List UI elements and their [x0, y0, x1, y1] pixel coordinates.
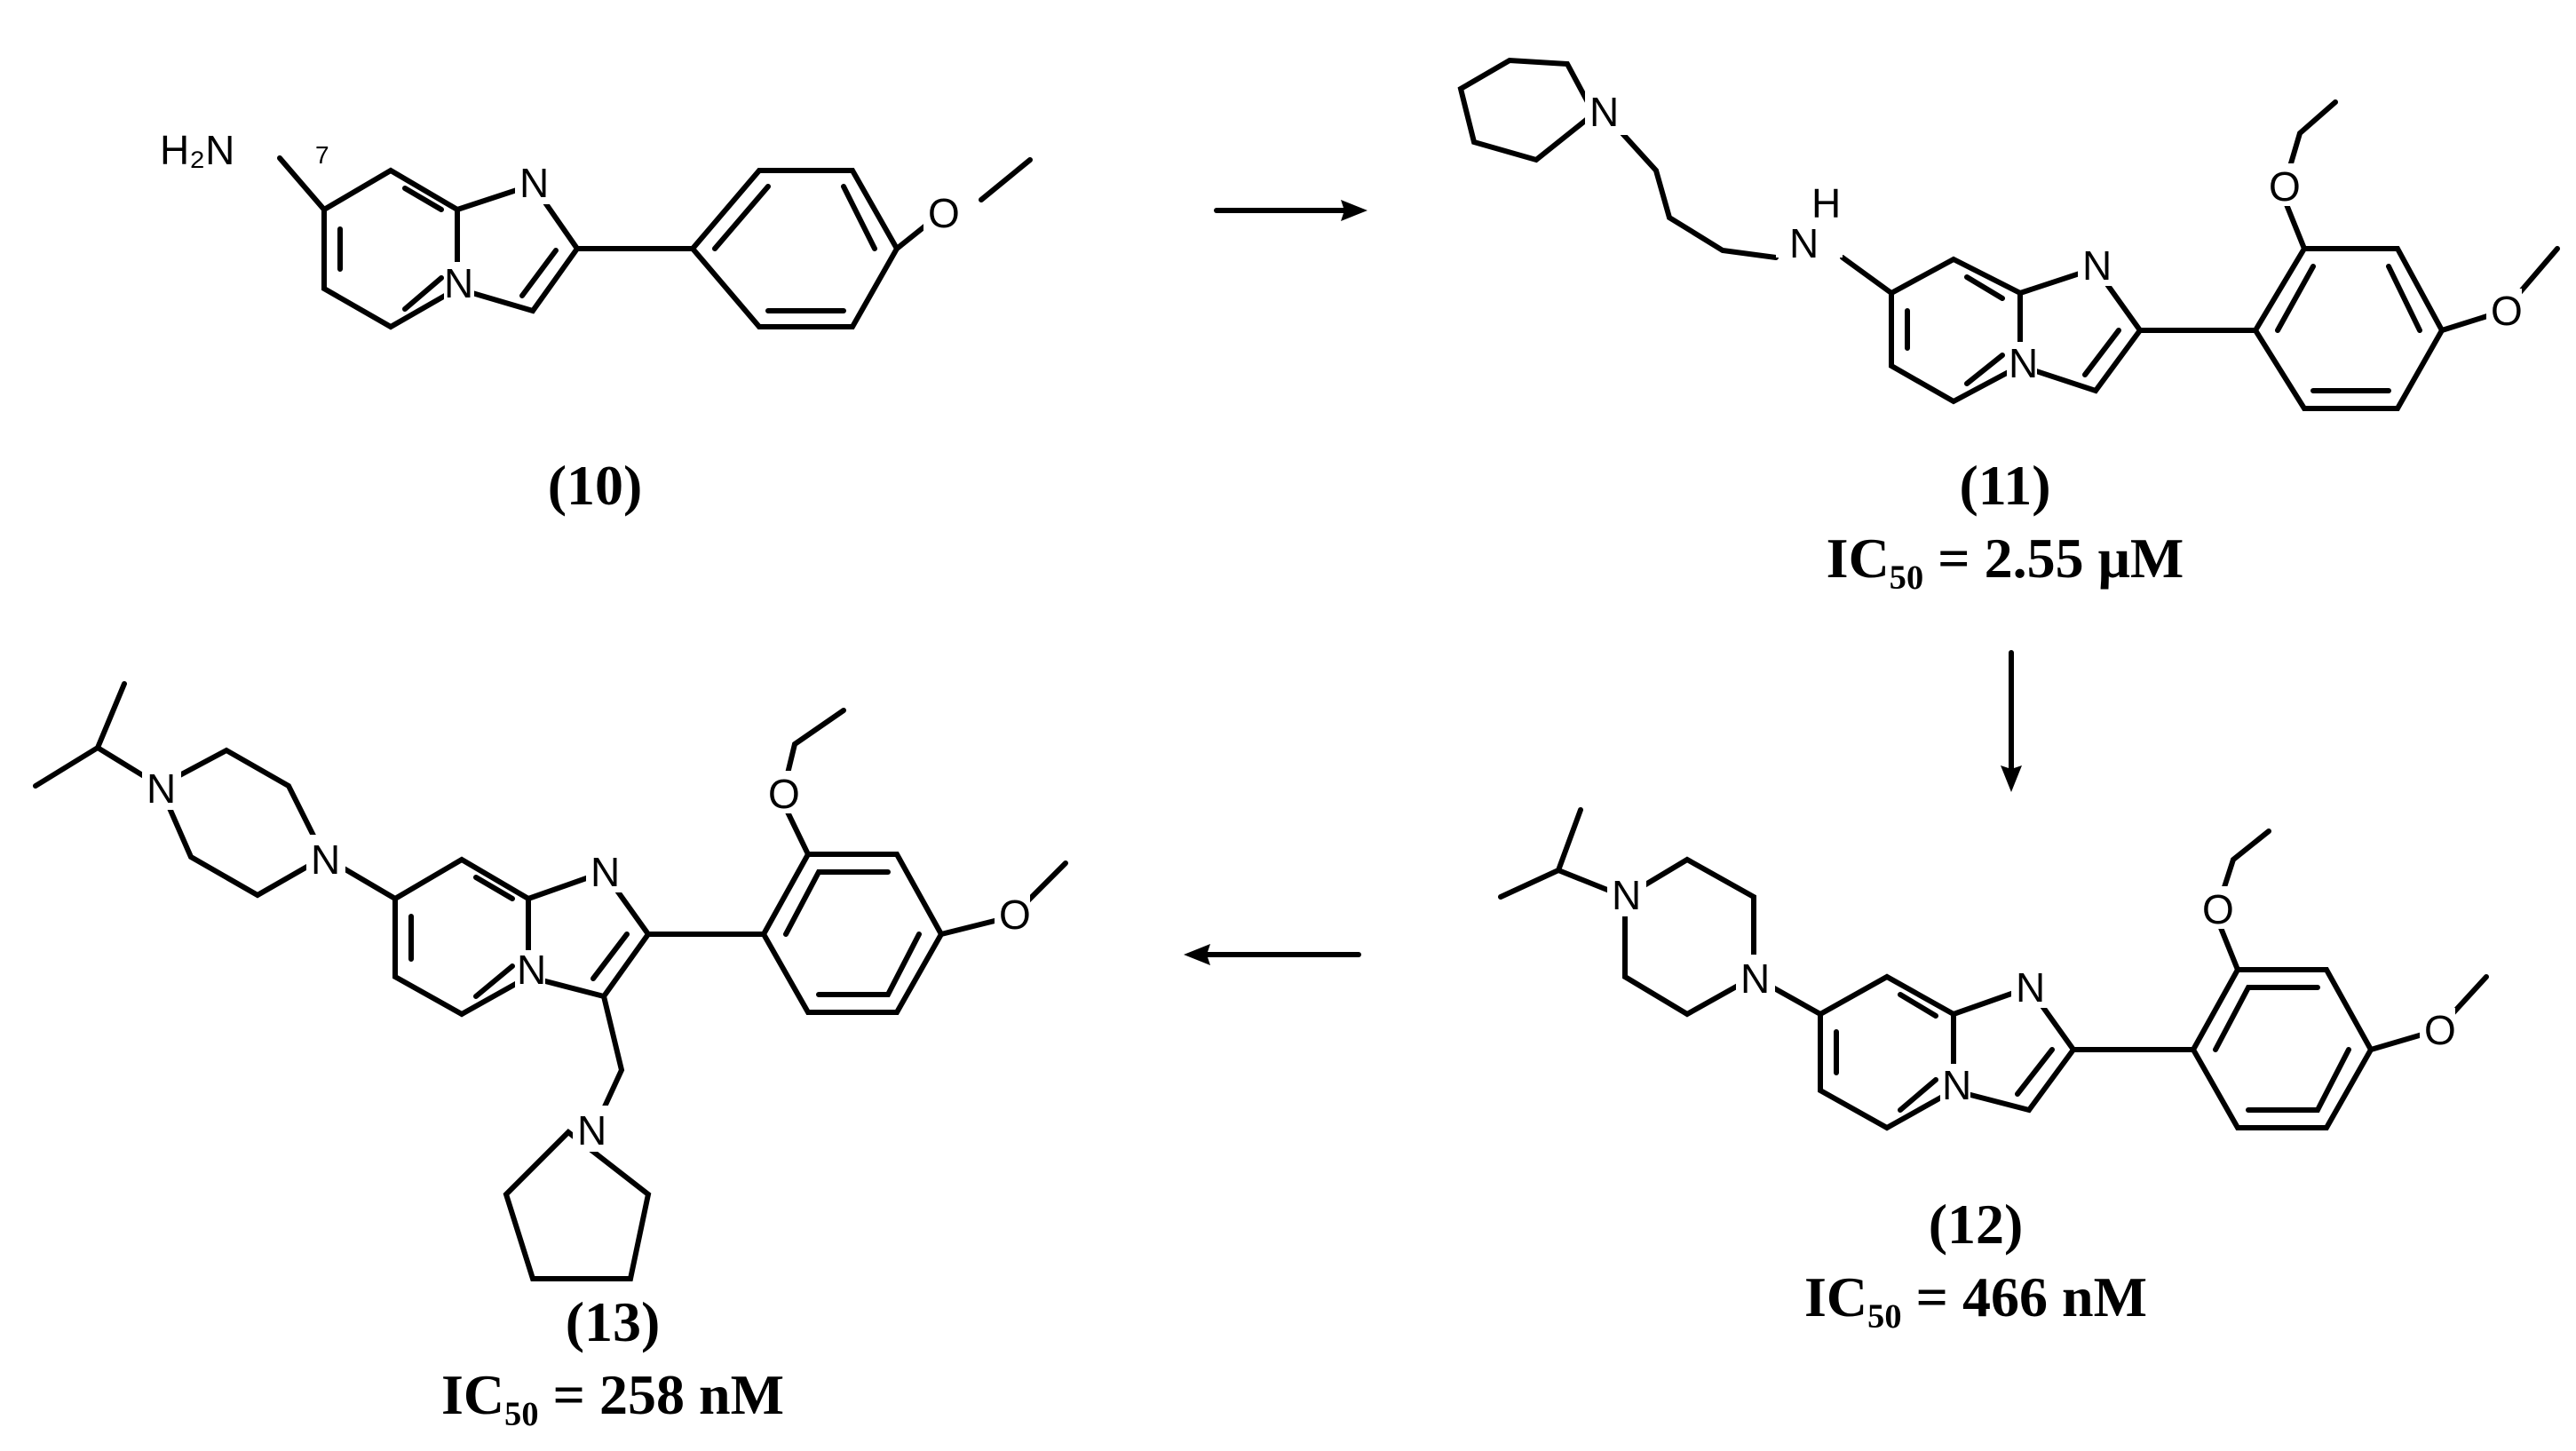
- pyrrolidine-nitrogen-11: N: [1589, 89, 1619, 135]
- bridgehead-nitrogen-11: N: [2009, 340, 2038, 386]
- amine-label-10: H₂N: [160, 127, 234, 173]
- piperazine-nitrogen-12b: N: [1740, 955, 1770, 1002]
- imidazole-nitrogen-10: N: [519, 160, 549, 206]
- methoxy-oxygen-12a: O: [2202, 886, 2234, 932]
- methoxy-oxygen-11b: O: [2491, 288, 2523, 334]
- methoxy-oxygen-12b: O: [2424, 1007, 2456, 1053]
- ic50-value-13: IC₅₀ = 258 nM: [441, 1363, 784, 1426]
- ic50-value-12: IC₅₀ = 466 nM: [1804, 1265, 2147, 1328]
- position-7-label: 7: [315, 141, 329, 169]
- piperazine-nitrogen-12a: N: [1612, 872, 1641, 918]
- bridgehead-nitrogen-13: N: [517, 947, 546, 993]
- imidazole-nitrogen-12: N: [2016, 964, 2045, 1011]
- imidazole-nitrogen-13: N: [590, 849, 620, 895]
- amine-hydrogen-11: H: [1811, 180, 1841, 226]
- pyrrolidine-nitrogen-13: N: [577, 1107, 606, 1154]
- compound-label-10: (10): [548, 454, 643, 517]
- methoxy-oxygen-13a: O: [768, 771, 800, 817]
- ic50-value-11: IC₅₀ = 2.55 μM: [1827, 527, 2184, 590]
- bridgehead-nitrogen-10: N: [444, 260, 473, 306]
- piperazine-nitrogen-13b: N: [311, 837, 340, 883]
- compound-label-11: (11): [1959, 454, 2050, 517]
- imidazole-nitrogen-11: N: [2082, 242, 2112, 289]
- reaction-arrow-2: [2001, 650, 2022, 792]
- methoxy-oxygen-11a: O: [2269, 163, 2301, 210]
- methoxy-oxygen-13b: O: [999, 892, 1031, 938]
- piperazine-nitrogen-13a: N: [147, 765, 176, 812]
- compound-label-13: (13): [566, 1290, 661, 1353]
- methoxy-oxygen-10: O: [928, 190, 960, 236]
- amine-nitrogen-11: N: [1789, 220, 1819, 266]
- compound-13-structure: [33, 681, 1068, 1281]
- bridgehead-nitrogen-12: N: [1942, 1062, 1971, 1108]
- reaction-arrow-1: [1214, 200, 1367, 221]
- reaction-arrow-3: [1184, 944, 1361, 965]
- compound-label-12: (12): [1929, 1193, 2024, 1256]
- compound-10-structure: [277, 155, 1033, 330]
- compound-11-structure: [1457, 57, 2560, 411]
- compound-12-structure: [1498, 807, 2489, 1131]
